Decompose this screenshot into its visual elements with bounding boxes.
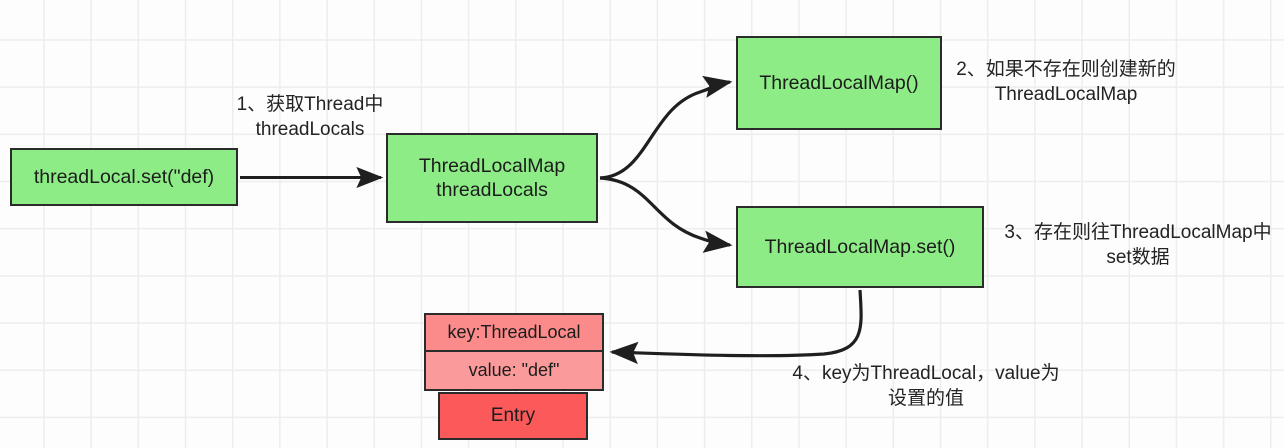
node-threadlocalmap-set[interactable]: ThreadLocalMap.set(): [736, 206, 984, 288]
entry-key-row[interactable]: key:ThreadLocal: [424, 313, 604, 352]
entry-structure: key:ThreadLocal value: "def" Entry: [424, 313, 604, 448]
node-threadlocalmap-set-label: ThreadLocalMap.set(): [764, 235, 956, 258]
entry-value-label: value: "def": [468, 360, 560, 380]
entry-value-row[interactable]: value: "def": [424, 350, 604, 391]
node-threadlocal-set[interactable]: threadLocal.set("def): [10, 148, 238, 206]
node-threadlocalmap-field-label: ThreadLocalMap threadLocals: [418, 154, 566, 201]
edge-map-field-to-ctor: [599, 75, 733, 180]
entry-name-row[interactable]: Entry: [438, 392, 588, 440]
entry-key-label: key:ThreadLocal: [447, 322, 581, 342]
annotation-step-4: 4、key为ThreadLocal，value为 设置的值: [792, 363, 1060, 409]
annotation-step-1: 1、获取Thread中 threadLocals: [236, 94, 384, 140]
node-threadlocalmap-field[interactable]: ThreadLocalMap threadLocals: [386, 133, 598, 223]
node-threadlocal-set-label: threadLocal.set("def): [33, 165, 215, 188]
annotation-step-2: 2、如果不存在则创建新的 ThreadLocalMap: [956, 59, 1176, 105]
node-threadlocalmap-constructor[interactable]: ThreadLocalMap(): [736, 36, 942, 130]
edge-map-set-to-entry: [609, 289, 863, 365]
node-threadlocalmap-constructor-label: ThreadLocalMap(): [759, 71, 919, 94]
entry-name-label: Entry: [490, 405, 536, 426]
annotation-step-3: 3、存在则往ThreadLocalMap中 set数据: [1004, 222, 1272, 268]
edge-map-field-to-set: [599, 176, 733, 253]
